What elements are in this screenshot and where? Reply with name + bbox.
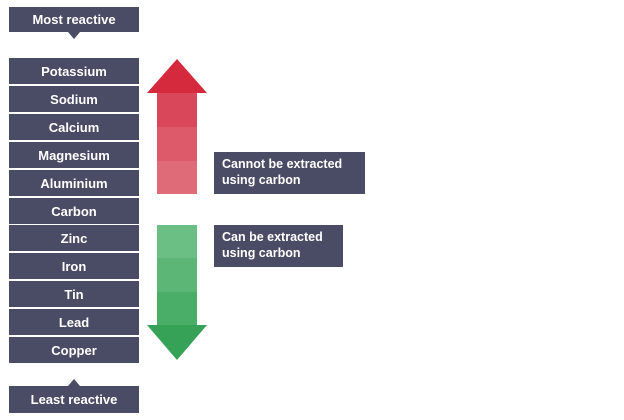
least-reactive-pointer: [68, 379, 80, 386]
least-reactive-label: Least reactive: [9, 386, 139, 413]
can-extract-text: Can be extracted using carbon: [222, 230, 323, 260]
can-extract-caption: Can be extracted using carbon: [214, 225, 343, 267]
most-reactive-pointer: [68, 32, 80, 39]
cannot-extract-text: Cannot be extracted using carbon: [222, 157, 343, 187]
red-up-arrow-icon: [147, 59, 207, 194]
least-reactive-text: Least reactive: [30, 392, 118, 407]
metal-iron: Iron: [9, 253, 139, 279]
metal-carbon: Carbon: [9, 198, 139, 224]
metal-aluminium: Aluminium: [9, 170, 139, 196]
cannot-extract-caption: Cannot be extracted using carbon: [214, 152, 365, 194]
metal-magnesium: Magnesium: [9, 142, 139, 168]
metal-zinc: Zinc: [9, 225, 139, 251]
metal-sodium: Sodium: [9, 86, 139, 112]
metal-potassium: Potassium: [9, 58, 139, 84]
most-reactive-text: Most reactive: [32, 12, 116, 27]
metal-lead: Lead: [9, 309, 139, 335]
most-reactive-label: Most reactive: [9, 7, 139, 32]
metal-tin: Tin: [9, 281, 139, 307]
green-down-arrow-icon: [147, 225, 207, 360]
metal-copper: Copper: [9, 337, 139, 363]
metal-calcium: Calcium: [9, 114, 139, 140]
